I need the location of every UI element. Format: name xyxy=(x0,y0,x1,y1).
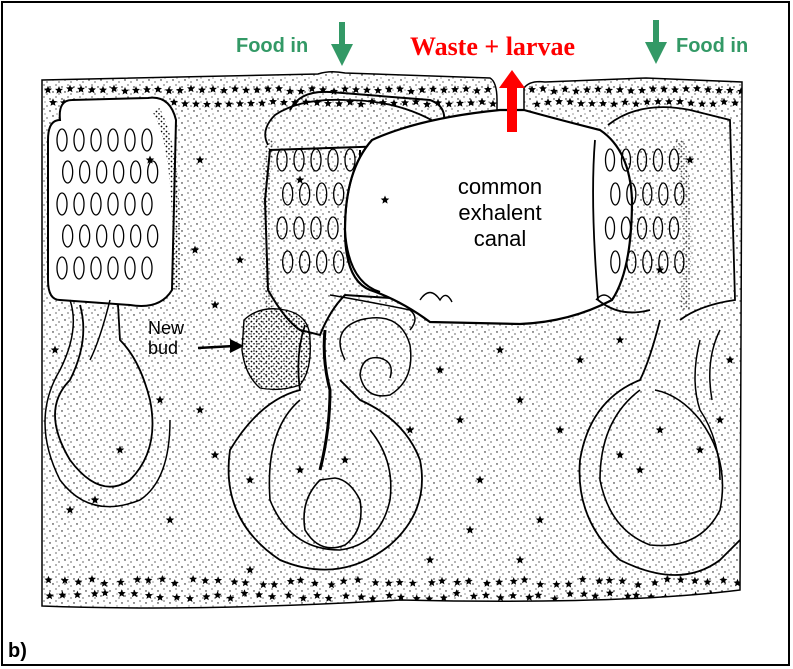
food-in-arrow-left xyxy=(331,22,353,66)
canal-label-line2: exhalent xyxy=(445,200,555,226)
food-in-arrow-right xyxy=(645,20,667,64)
panel-letter: b) xyxy=(8,640,27,663)
new-bud-label-line2: bud xyxy=(148,338,184,358)
new-bud xyxy=(242,309,310,390)
canal-label-line1: common xyxy=(445,174,555,200)
new-bud-label-line1: New xyxy=(148,318,184,338)
food-in-label-left: Food in xyxy=(236,35,308,58)
waste-larvae-label: Waste + larvae xyxy=(410,32,575,62)
new-bud-label: New bud xyxy=(148,318,184,358)
food-in-label-right: Food in xyxy=(676,35,748,58)
canal-label-line3: canal xyxy=(445,226,555,252)
canal-label: common exhalent canal xyxy=(445,174,555,252)
